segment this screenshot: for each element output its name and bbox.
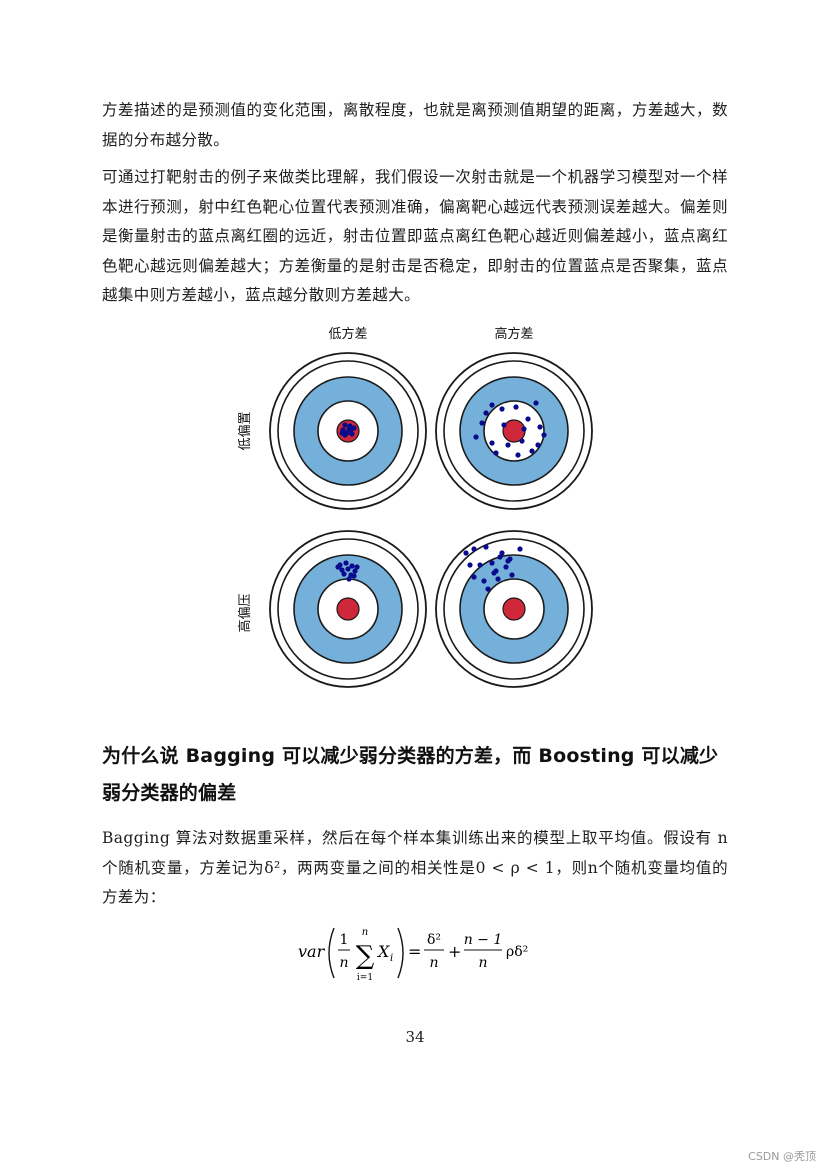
section-heading: 为什么说 Bagging 可以减少弱分类器的方差，而 Boosting 可以减少… — [102, 745, 719, 804]
formula-tail: ρδ² — [506, 944, 528, 960]
outer-line — [443, 538, 585, 680]
shot-dot — [515, 452, 521, 458]
shot-dot — [535, 442, 541, 448]
shot-dot — [471, 574, 477, 580]
shot-dot — [471, 546, 477, 552]
shot-dot — [519, 438, 525, 444]
bias-variance-target-figure: 低方差 高方差 低偏置 高偏压 — [224, 318, 604, 690]
shot-dot — [343, 560, 349, 566]
formula-frac1-num: 1 — [340, 932, 349, 948]
formula-frac3-den: n — [478, 955, 487, 971]
target-low-bias-low-variance — [269, 352, 427, 510]
col-label-low-variance: 低方差 — [328, 326, 367, 342]
formula-frac2-den: n — [429, 955, 438, 971]
formula-sum-upper: n — [362, 927, 368, 938]
formula-right-paren — [397, 927, 404, 979]
col-label-high-variance: 高方差 — [494, 326, 533, 342]
formula-summand-sub: i — [390, 953, 393, 964]
target-analogy-paragraph: 可通过打靶射击的例子来做类比理解，我们假设一次射击就是一个机器学习模型对一个样本… — [102, 168, 728, 304]
shot-dot — [349, 563, 355, 569]
bullseye — [502, 597, 526, 621]
shot-dot — [477, 562, 483, 568]
outer-line — [277, 360, 419, 502]
shot-dot — [342, 422, 348, 428]
shot-dot — [529, 448, 535, 454]
formula-left-paren — [328, 927, 335, 979]
shot-dot — [349, 431, 355, 437]
shot-dot — [505, 442, 511, 448]
shot-dot — [335, 564, 341, 570]
shot-dot — [541, 432, 547, 438]
shot-dot — [489, 440, 495, 446]
shot-dot — [467, 562, 473, 568]
shot-dot — [521, 426, 527, 432]
shot-dot — [351, 573, 357, 579]
shot-dot — [345, 566, 351, 572]
bullseye — [336, 597, 360, 621]
bagging-paragraph: Bagging 算法对数据重采样，然后在每个样本集训练出来的模型上取平均值。假设… — [102, 829, 728, 906]
shot-dot — [505, 558, 511, 564]
shot-dot — [495, 576, 501, 582]
shot-dot — [352, 568, 358, 574]
shot-dot — [346, 576, 352, 582]
shot-dot — [341, 571, 347, 577]
target-low-bias-high-variance — [435, 352, 593, 510]
shot-dot — [503, 564, 509, 570]
page-number: 34 — [405, 1028, 425, 1046]
row-label-high-bias: 高偏压 — [237, 593, 253, 632]
formula-plus: + — [448, 942, 461, 961]
outer-line — [443, 360, 585, 502]
shot-dot — [501, 422, 507, 428]
formula-frac3-num: n − 1 — [464, 932, 503, 948]
row-label-low-bias: 低偏置 — [238, 411, 253, 450]
shot-dot — [339, 567, 345, 573]
outer-line — [277, 538, 419, 680]
formula-equals: = — [408, 942, 421, 961]
shot-dot — [483, 410, 489, 416]
shot-dot — [499, 406, 505, 412]
shot-dot — [481, 578, 487, 584]
shot-dot — [509, 572, 515, 578]
formula-summand: X — [376, 942, 390, 961]
shot-dot — [483, 544, 489, 550]
variance-paragraph: 方差描述的是预测值的变化范围，离散程度，也就是离预测值期望的距离，方差越大，数据… — [102, 101, 728, 149]
shot-dot — [463, 550, 469, 556]
shot-dot — [537, 424, 543, 430]
shot-dot — [351, 425, 357, 431]
formula-var: var — [298, 942, 326, 961]
shot-dot — [525, 416, 531, 422]
formula-frac1-den: n — [339, 955, 348, 971]
csdn-watermark: CSDN @秃顶 — [748, 1150, 816, 1163]
shot-dot — [489, 560, 495, 566]
shot-dot — [473, 434, 479, 440]
shot-dot — [497, 554, 503, 560]
shot-dot — [346, 426, 352, 432]
shot-dot — [517, 546, 523, 552]
shot-dot — [491, 570, 497, 576]
formula-sum-lower: i=1 — [357, 973, 373, 983]
shot-dot — [479, 420, 485, 426]
shot-dot — [513, 404, 519, 410]
variance-formula: var 1 n n ∑ i=1 X i = δ² n + n − 1 n ρδ² — [298, 922, 558, 984]
target-high-bias-low-variance — [269, 530, 427, 688]
formula-sum-symbol: ∑ — [356, 941, 375, 971]
target-high-bias-high-variance — [435, 530, 593, 688]
shot-dot — [354, 564, 360, 570]
shot-dot — [533, 400, 539, 406]
shot-dot — [499, 550, 505, 556]
shot-dot — [493, 450, 499, 456]
shot-dot — [339, 430, 345, 436]
formula-frac2-num: δ² — [427, 932, 441, 948]
shot-dot — [489, 402, 495, 408]
shot-dot — [485, 586, 491, 592]
